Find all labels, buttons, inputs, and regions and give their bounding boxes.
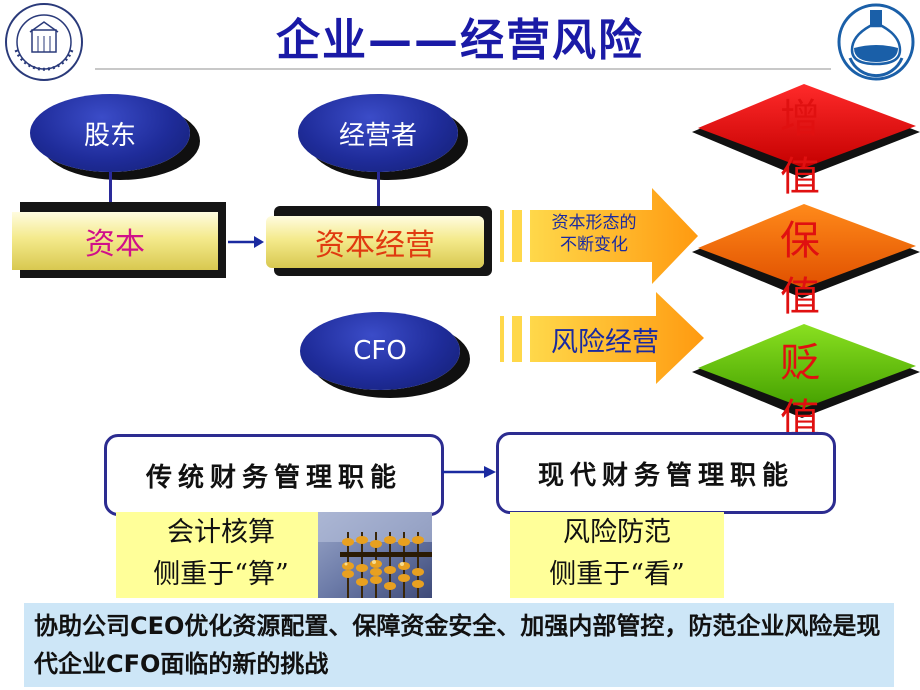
shareholder-connector bbox=[109, 172, 112, 202]
depreciate-diamond bbox=[698, 324, 916, 408]
risk-operation-arrow bbox=[500, 292, 704, 384]
capital-form-line1: 资本形态的 bbox=[551, 213, 637, 233]
capital-form-line2: 不断变化 bbox=[560, 235, 628, 255]
traditional-note-line1: 会计核算 bbox=[167, 517, 275, 548]
shareholder-oval: 股东 bbox=[30, 94, 190, 172]
shareholder-label: 股东 bbox=[83, 120, 136, 151]
capital-form-text: 资本形态的 不断变化 bbox=[532, 212, 656, 256]
manager-connector bbox=[377, 172, 380, 218]
traditional-note: 会计核算 侧重于“算” bbox=[116, 512, 326, 598]
capital-label: 资本 bbox=[85, 227, 145, 262]
capital-operation-label: 资本经营 bbox=[315, 228, 435, 263]
risk-operation-label: 风险经营 bbox=[551, 327, 659, 358]
cfo-label: CFO bbox=[353, 336, 407, 366]
traditional-note-line2: 侧重于“算” bbox=[153, 559, 289, 590]
traditional-finance-label: 传统财务管理职能 bbox=[145, 462, 402, 493]
modern-finance-label: 现代财务管理职能 bbox=[537, 460, 794, 491]
increase-char-2: 值 bbox=[780, 154, 820, 200]
summary-text: 协助公司CEO优化资源配置、保障资金安全、加强内部管控，防范企业风险是现代企业C… bbox=[24, 603, 894, 687]
page-title: 企业——经营风险 bbox=[276, 15, 644, 66]
capital-operation-bar: 资本经营 bbox=[266, 216, 484, 268]
traditional-to-modern-arrow bbox=[442, 466, 496, 478]
increase-diamond bbox=[698, 84, 916, 168]
manager-oval: 经营者 bbox=[298, 94, 458, 172]
cfo-oval: CFO bbox=[300, 312, 460, 390]
outcome-diamonds bbox=[692, 84, 920, 418]
capital-bar: 资本 bbox=[12, 212, 218, 270]
modern-note: 风险防范 侧重于“看” bbox=[510, 512, 724, 598]
modern-note-line2: 侧重于“看” bbox=[549, 559, 685, 590]
depreciate-char-1: 贬 bbox=[780, 340, 820, 386]
flask-logo bbox=[837, 3, 915, 81]
capital-to-operation-arrow bbox=[228, 236, 264, 248]
preserve-char-1: 保 bbox=[780, 218, 820, 264]
capital-form-arrow bbox=[500, 188, 698, 284]
modern-finance-box: 现代财务管理职能 bbox=[496, 432, 836, 514]
preserve-char-2: 值 bbox=[780, 274, 820, 320]
university-seal-logo bbox=[5, 3, 83, 81]
traditional-finance-box: 传统财务管理职能 bbox=[104, 434, 444, 516]
increase-char-1: 增 bbox=[780, 96, 820, 142]
abacus-image bbox=[318, 512, 432, 598]
preserve-diamond bbox=[698, 204, 916, 288]
manager-label: 经营者 bbox=[338, 120, 417, 151]
modern-note-line1: 风险防范 bbox=[563, 517, 671, 548]
title-divider bbox=[95, 68, 831, 70]
